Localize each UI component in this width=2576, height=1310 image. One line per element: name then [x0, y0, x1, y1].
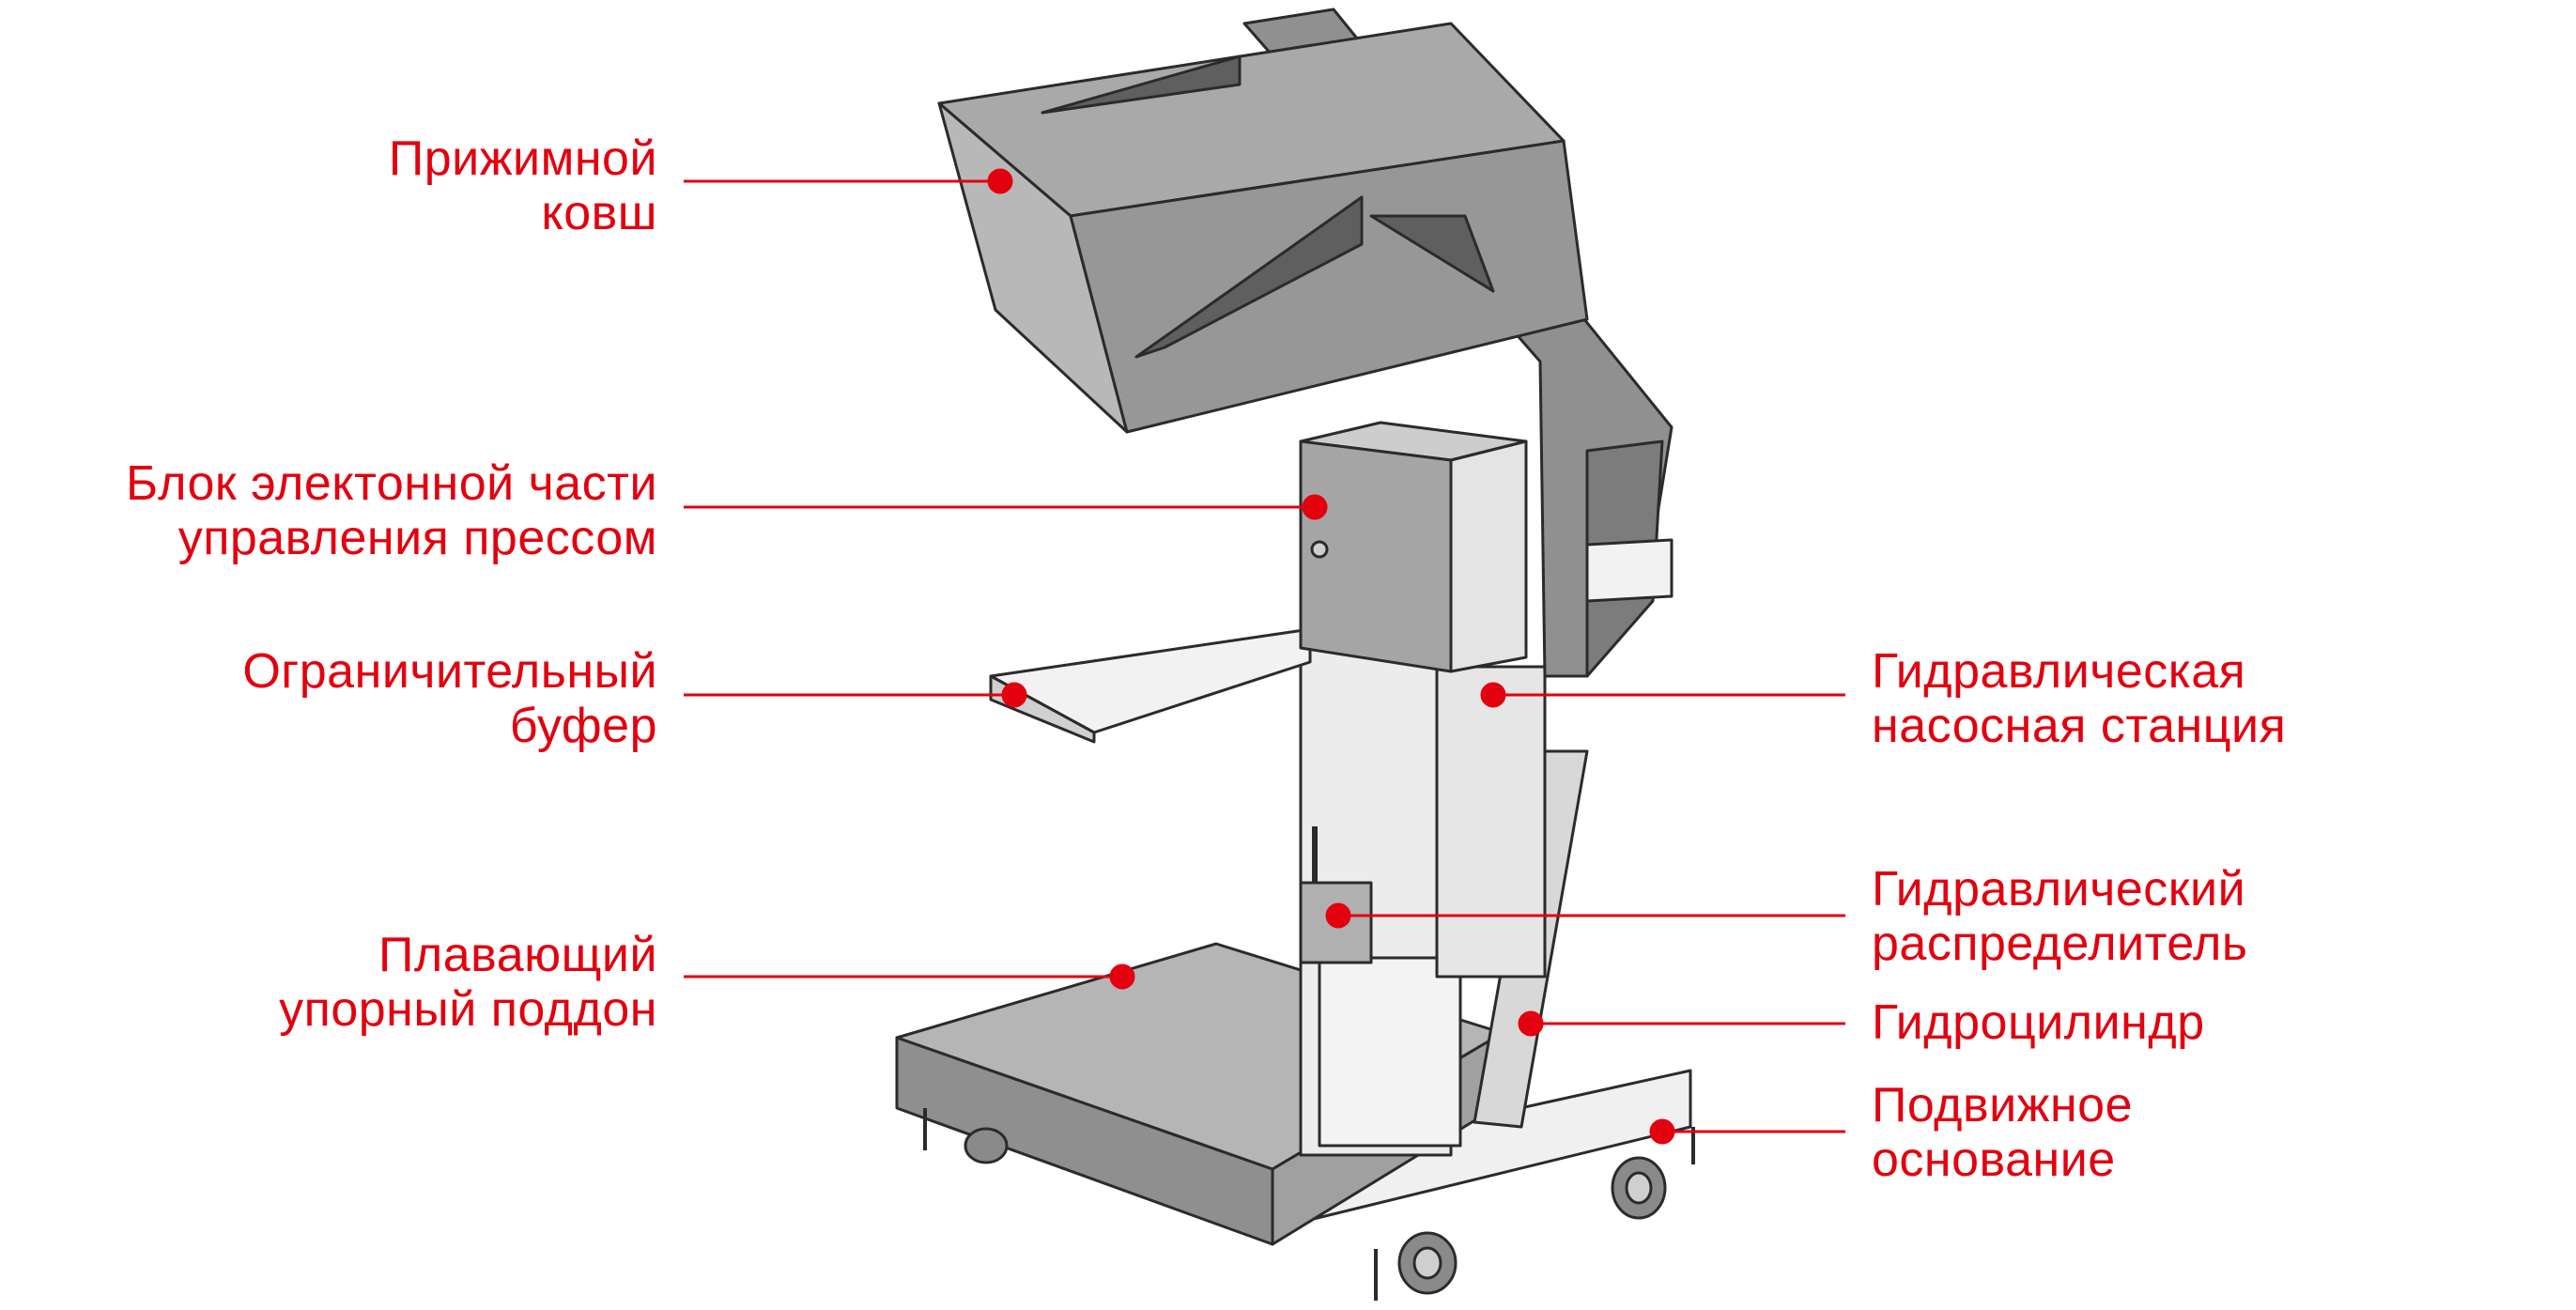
marker-distributor — [1325, 902, 1351, 929]
label-base-line2: основание — [1872, 1133, 2116, 1187]
legs — [923, 1108, 1695, 1301]
marker-cylinder — [1518, 1010, 1544, 1037]
label-pallet: Плавающий упорный поддон — [279, 928, 657, 1037]
control-box-side — [1449, 439, 1528, 673]
label-cylinder-line1: Гидроцилиндр — [1872, 995, 2205, 1050]
label-pump-station-line1: Гидравлическая — [1872, 644, 2246, 699]
wheels — [964, 1127, 1667, 1295]
marker-pump-station — [1480, 682, 1506, 708]
right-shelf — [1585, 538, 1674, 603]
label-bucket-line2: ковш — [541, 186, 657, 240]
label-distributor: Гидравлический распределитель — [1872, 862, 2247, 971]
label-pallet-line2: упорный поддон — [279, 982, 657, 1037]
label-bucket-line1: Прижимной — [388, 131, 657, 186]
label-pump-station: Гидравлическая насосная станция — [1872, 644, 2286, 753]
label-base-line1: Подвижное — [1872, 1078, 2134, 1133]
label-cylinder: Гидроцилиндр — [1872, 995, 2205, 1050]
marker-base — [1649, 1118, 1675, 1145]
label-buffer-line2: буфер — [509, 699, 657, 753]
label-buffer-line1: Ограничительный — [242, 644, 657, 699]
label-control-unit-line2: управления прессом — [177, 511, 657, 565]
marker-control-unit — [1302, 494, 1328, 520]
label-distributor-line1: Гидравлический — [1872, 862, 2246, 917]
pump-station-panel — [1435, 665, 1547, 979]
machine-illustration — [895, 8, 1695, 1301]
label-buffer: Ограничительный буфер — [242, 644, 657, 753]
label-control-unit-line1: Блок электонной части — [126, 456, 657, 511]
bucket-face — [1069, 139, 1589, 434]
leader-lines — [684, 168, 1845, 1145]
label-control-unit: Блок электонной части управления прессом — [126, 456, 657, 565]
label-base: Подвижное основание — [1872, 1078, 2133, 1187]
pump-motor — [1318, 956, 1462, 1148]
control-button — [1310, 540, 1329, 559]
marker-pallet — [1109, 963, 1135, 990]
marker-bucket — [987, 168, 1013, 194]
label-distributor-line2: распределитель — [1872, 917, 2248, 971]
label-pump-station-line2: насосная станция — [1872, 699, 2287, 753]
label-bucket: Прижимной ковш — [389, 131, 657, 240]
marker-buffer — [1001, 682, 1027, 708]
label-pallet-line1: Плавающий — [378, 928, 657, 982]
